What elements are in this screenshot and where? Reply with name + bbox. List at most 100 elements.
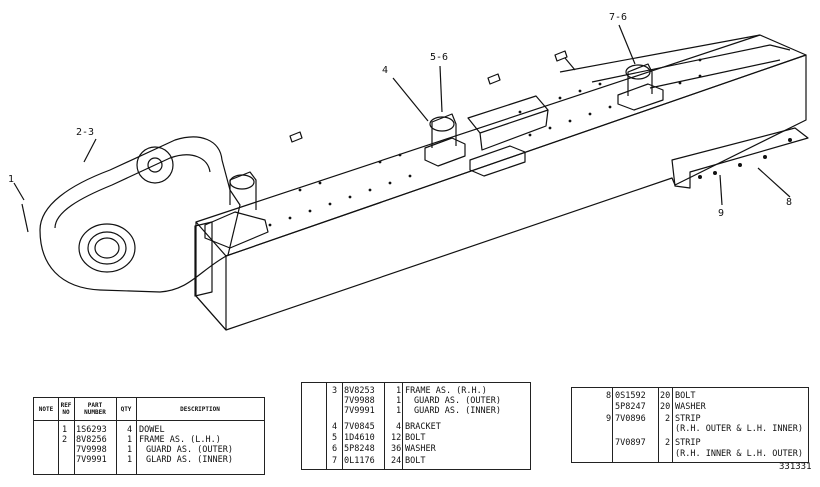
table-row: 7V0897 2 STRIP	[572, 438, 808, 448]
qty: 1	[127, 445, 133, 455]
description: STRIP	[675, 414, 701, 424]
table-row: 8 0S1592 20 BOLT	[572, 391, 808, 401]
bracket-front	[204, 171, 269, 249]
ref-no: 9	[606, 414, 612, 424]
description: BOLT	[405, 433, 426, 443]
callout-9: 9	[718, 208, 725, 219]
table-row: 9 7V0896 2 STRIP	[572, 414, 808, 424]
part-number: 8V8253	[344, 386, 375, 396]
part-number: 7V0896	[615, 414, 646, 424]
part-number: 0L1176	[344, 456, 375, 466]
callout-7-6: 7-6	[609, 12, 628, 23]
description: BOLT	[405, 456, 426, 466]
parts-table-1: NOTE REF NO PART NUMBER QTY DESCRIPTION …	[33, 397, 265, 475]
qty: 20	[660, 391, 671, 401]
description: WASHER	[405, 444, 436, 454]
description: BRACKET	[405, 422, 441, 432]
description: STRIP	[675, 438, 701, 448]
sprocket	[136, 146, 174, 184]
description: DOWEL	[139, 425, 165, 435]
qty: 4	[127, 425, 133, 435]
description: GUARD AS. (OUTER)	[414, 396, 501, 406]
ref-no: 7	[332, 456, 338, 466]
description: FRAME AS. (L.H.)	[139, 435, 221, 445]
part-number: 1D4610	[344, 433, 375, 443]
table-row: (R.H. INNER & L.H. OUTER)	[572, 449, 808, 459]
table-row: 4 7V0845 4 BRACKET	[302, 422, 530, 432]
ref-no: 5	[332, 433, 338, 443]
description: WASHER	[675, 402, 706, 412]
bracket-mid-left	[424, 113, 466, 167]
description: GLARD AS. (INNER)	[146, 455, 233, 465]
parts-table-2: 3 8V8253 1 FRAME AS. (R.H.) 7V9988 1 GUA…	[301, 382, 531, 470]
part-number: 7V9998	[76, 445, 107, 455]
front-plate	[194, 221, 213, 297]
header-note: NOTE	[38, 406, 54, 413]
qty: 1	[396, 386, 402, 396]
ref-no: 4	[332, 422, 338, 432]
part-number: 7V9988	[344, 396, 375, 406]
table-row: 2 8V8256 1 FRAME AS. (L.H.)	[34, 435, 264, 445]
callout-4: 4	[382, 65, 389, 76]
frame-side-face	[195, 54, 807, 331]
description: BOLT	[675, 391, 696, 401]
ref-no: 6	[332, 444, 338, 454]
table-row: 7V9998 1 GUARD AS. (OUTER)	[34, 445, 264, 455]
qty: 12	[391, 433, 402, 443]
qty: 2	[665, 414, 671, 424]
table-row: 5 1D4610 12 BOLT	[302, 433, 530, 443]
part-number: 7V0845	[344, 422, 375, 432]
ref-no: 3	[332, 386, 338, 396]
table-row: (R.H. OUTER & L.H. INNER)	[572, 424, 808, 434]
part-number: 7V9991	[76, 455, 107, 465]
table-row: 7V9991 1 GLARD AS. (INNER)	[34, 455, 264, 465]
description: GUARD AS. (INNER)	[414, 406, 501, 416]
ref-no: 1	[62, 425, 68, 435]
ref-no: 8	[606, 391, 612, 401]
parts-table-header: NOTE REF NO PART NUMBER QTY DESCRIPTION	[34, 398, 264, 421]
callout-1: 1	[8, 174, 15, 185]
description: FRAME AS. (R.H.)	[405, 386, 487, 396]
table-row: 7V9988 1 GUARD AS. (OUTER)	[302, 396, 530, 406]
drawing-number: 331331	[779, 462, 812, 472]
qty: 20	[660, 402, 671, 412]
part-number: 1S6293	[76, 425, 107, 435]
callout-5-6: 5-6	[430, 52, 449, 63]
qty: 1	[127, 435, 133, 445]
description: (R.H. INNER & L.H. OUTER)	[675, 449, 803, 459]
qty: 24	[391, 456, 402, 466]
table-row: 3 8V8253 1 FRAME AS. (R.H.)	[302, 386, 530, 396]
part-number: 5P8247	[615, 402, 646, 412]
table-row: 6 5P8248 36 WASHER	[302, 444, 530, 454]
table-row: 1 1S6293 4 DOWEL	[34, 425, 264, 435]
header-part: PART NUMBER	[84, 402, 106, 416]
callout-8: 8	[786, 197, 793, 208]
part-number: 0S1592	[615, 391, 646, 401]
part-number: 5P8248	[344, 444, 375, 454]
description: (R.H. OUTER & L.H. INNER)	[675, 424, 803, 434]
header-qty: QTY	[120, 406, 132, 413]
part-number: 7V0897	[615, 438, 646, 448]
guard-strip	[671, 127, 809, 189]
table-row: 7 0L1176 24 BOLT	[302, 456, 530, 466]
part-number: 8V8256	[76, 435, 107, 445]
equalizer-housing	[39, 136, 241, 293]
qty: 2	[665, 438, 671, 448]
table-row: 7V9991 1 GUARD AS. (INNER)	[302, 406, 530, 416]
qty: 1	[396, 396, 402, 406]
bracket-mid-right	[469, 145, 526, 177]
pivot-bore	[78, 223, 136, 273]
callout-2-3: 2-3	[76, 127, 95, 138]
frame-top-face	[195, 34, 807, 257]
description: GUARD AS. (OUTER)	[146, 445, 233, 455]
table-row: 5P8247 20 WASHER	[572, 402, 808, 412]
track-roller-frame-drawing	[13, 24, 809, 331]
parts-table-3: 8 0S1592 20 BOLT 5P8247 20 WASHER 9 7V08…	[571, 387, 809, 463]
header-desc: DESCRIPTION	[180, 406, 220, 413]
bracket-rear	[617, 63, 664, 111]
qty: 36	[391, 444, 402, 454]
ref-no: 2	[62, 435, 68, 445]
header-ref: REF NO	[60, 402, 72, 416]
qty: 4	[396, 422, 402, 432]
qty: 1	[396, 406, 402, 416]
